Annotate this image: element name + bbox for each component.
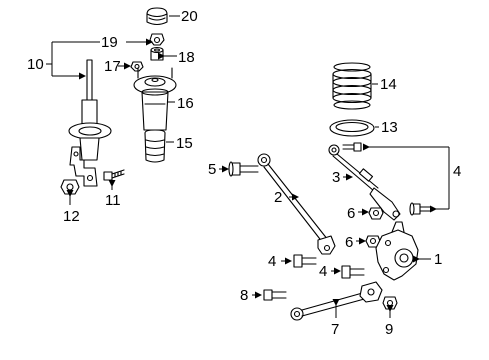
- callout-8: 8: [240, 287, 248, 304]
- callout-6-upper: 6: [347, 205, 355, 222]
- part-10-strut: [68, 59, 112, 187]
- part-1-knuckle: [375, 221, 419, 281]
- callout-1: 1: [434, 251, 442, 268]
- callout-17: 17: [104, 58, 121, 75]
- callout-5: 5: [208, 161, 216, 178]
- bracket-10-19: [51, 38, 153, 80]
- callout-19: 19: [101, 34, 118, 51]
- part-19-nut: [149, 33, 165, 46]
- callout-9: 9: [385, 321, 393, 338]
- part-7-lower-link: [290, 281, 383, 321]
- callout-16: 16: [177, 95, 194, 112]
- part-5-bolt: [228, 161, 259, 177]
- callout-11: 11: [105, 192, 121, 209]
- part-13-spring-seat: [329, 119, 375, 137]
- part-2-lateral-link: [257, 153, 336, 255]
- part-9-nut: [382, 296, 398, 310]
- part-17-nut: [130, 61, 144, 72]
- callout-15: 15: [176, 135, 193, 152]
- callout-4-mid: 4: [268, 253, 276, 270]
- callout-4-right: 4: [319, 263, 327, 280]
- part-4-bolt-lower: [409, 202, 433, 216]
- bracket-4: [363, 143, 450, 213]
- callout-4-upper: 4: [453, 163, 461, 180]
- callout-10: 10: [27, 56, 44, 73]
- part-18-bushing: [150, 46, 164, 61]
- callout-3: 3: [332, 169, 340, 186]
- callout-18: 18: [178, 49, 195, 66]
- part-6-nut-upper: [368, 207, 384, 220]
- part-12-nut: [60, 179, 80, 195]
- part-16-strut-mount: [133, 67, 177, 131]
- part-3-adjustable-link: [328, 144, 401, 221]
- callout-14: 14: [380, 76, 397, 93]
- callout-2: 2: [274, 189, 282, 206]
- callout-13: 13: [381, 119, 398, 136]
- callout-12: 12: [63, 208, 80, 225]
- part-20-bump-cap: [146, 7, 168, 26]
- callout-20: 20: [181, 8, 198, 25]
- part-4-bolt-right: [341, 265, 365, 279]
- part-8-bolt: [263, 289, 287, 301]
- part-14-coil-spring: [332, 62, 372, 110]
- part-4-bolt-upper: [342, 142, 362, 152]
- callout-6-lower: 6: [345, 234, 353, 251]
- part-11-bolt: [103, 169, 125, 181]
- callout-7: 7: [331, 321, 339, 338]
- part-4-bolt-mid: [293, 254, 317, 268]
- part-15-bump-stop: [144, 129, 166, 163]
